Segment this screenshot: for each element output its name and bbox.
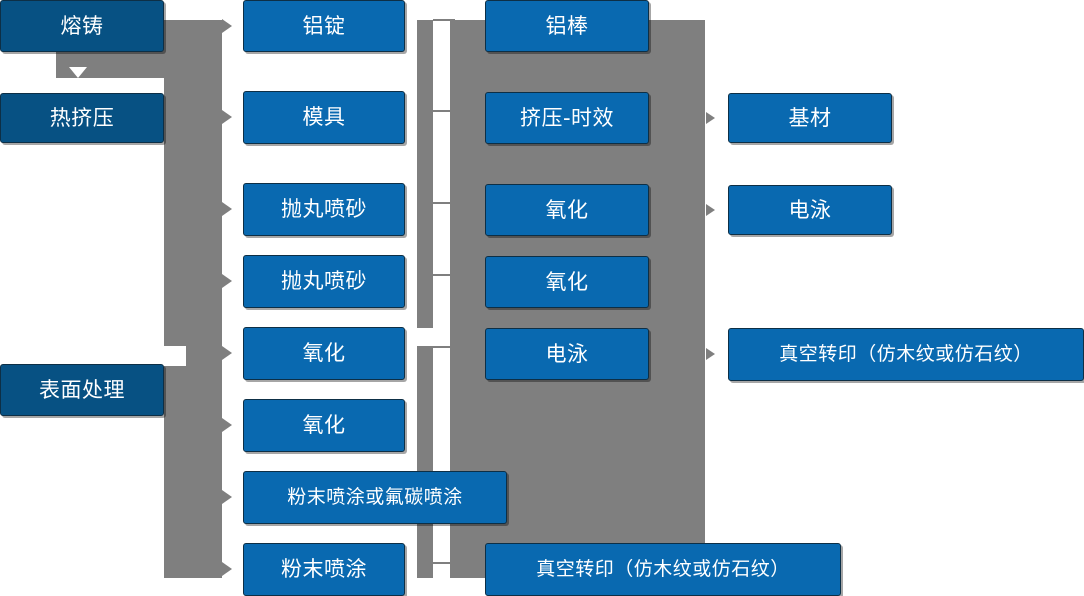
process-electrophoresis[interactable]: 电泳 [485, 328, 649, 380]
input-powder-coating[interactable]: 粉末喷涂 [243, 543, 405, 596]
connector-bar-middle-lower [417, 346, 433, 578]
process-aluminium-bar[interactable]: 铝棒 [485, 0, 649, 52]
tick-middle-4 [433, 274, 455, 276]
link-surface-treat-to-trunk [164, 388, 188, 390]
stage-surface-treatment[interactable]: 表面处理 [0, 364, 164, 416]
tick-middle-5 [433, 346, 455, 348]
stage-hot-extrusion[interactable]: 热挤压 [0, 93, 164, 143]
process-oxidation-2[interactable]: 氧化 [485, 256, 649, 308]
process-extrusion-aging[interactable]: 挤压-时效 [485, 92, 649, 144]
connector-gap-surface-treat [164, 346, 186, 366]
arrow-to-oxidation-1 [222, 346, 232, 360]
arrow-to-shot-blasting-2 [222, 274, 232, 288]
tick-middle-3 [433, 202, 455, 204]
arrow-to-oxidation-2 [222, 418, 232, 432]
input-shot-blasting-1[interactable]: 抛丸喷砂 [243, 183, 405, 236]
tick-middle-2 [433, 110, 455, 112]
process-vacuum-transfer[interactable]: 真空转印（仿木纹或仿石纹） [485, 543, 841, 596]
input-aluminium-ingot[interactable]: 铝锭 [243, 0, 405, 52]
arrow-down-extrusion-to-surface [69, 331, 87, 342]
tick-middle-1 [433, 19, 455, 21]
input-oxidation-1[interactable]: 氧化 [243, 327, 405, 380]
input-powder-or-pvdf-coating[interactable]: 粉末喷涂或氟碳喷涂 [243, 471, 507, 524]
arrow-to-shot-blasting-1 [222, 202, 232, 216]
input-oxidation-2[interactable]: 氧化 [243, 399, 405, 452]
arrow-to-powder-coating [222, 562, 232, 576]
arrow-to-vacuum-transfer [706, 348, 715, 360]
process-oxidation-1[interactable]: 氧化 [485, 184, 649, 236]
input-shot-blasting-2[interactable]: 抛丸喷砂 [243, 255, 405, 308]
arrow-down-melt-to-extrusion [69, 67, 87, 78]
arrow-to-aluminium-ingot [222, 19, 232, 33]
connector-stub-surface-treat [164, 364, 184, 422]
connector-bar-middle [417, 20, 433, 328]
connector-trunk-left [164, 20, 222, 578]
stage-melt-cast[interactable]: 熔铸 [0, 0, 164, 52]
arrow-to-base-material [706, 112, 715, 124]
output-base-material[interactable]: 基材 [728, 93, 892, 143]
tick-middle-6 [433, 562, 455, 564]
output-vacuum-transfer[interactable]: 真空转印（仿木纹或仿石纹） [728, 328, 1084, 381]
arrow-to-electrophoresis [706, 204, 715, 216]
input-mould[interactable]: 模具 [243, 91, 405, 144]
arrow-to-mould [222, 110, 232, 124]
output-electrophoresis[interactable]: 电泳 [728, 185, 892, 235]
arrow-to-powder-or-pvdf-coating [222, 490, 232, 504]
